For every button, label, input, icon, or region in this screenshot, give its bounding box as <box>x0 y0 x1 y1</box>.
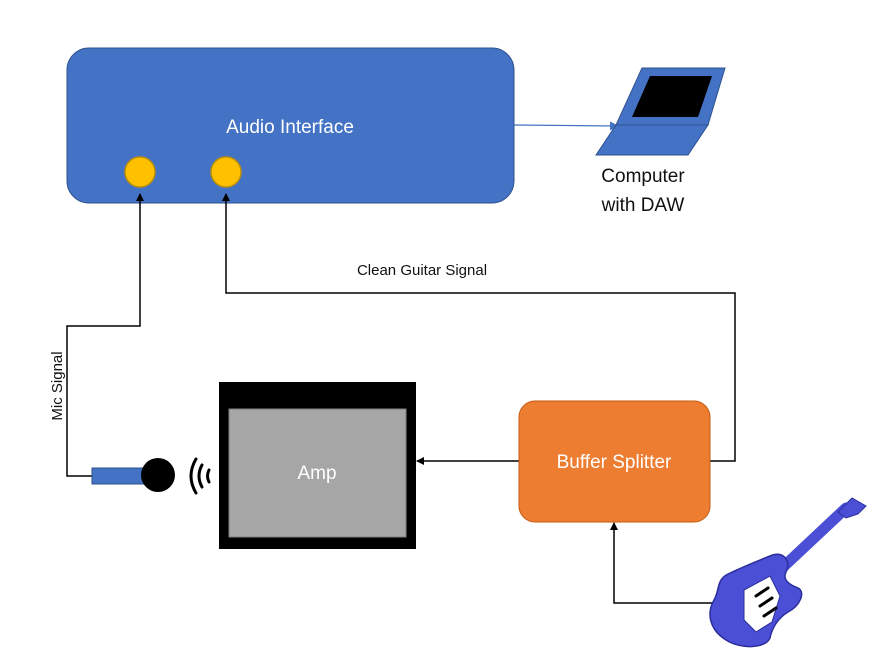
mic-signal-label: Mic Signal <box>49 351 66 420</box>
clean-guitar-signal-label: Clean Guitar Signal <box>357 262 487 279</box>
sound-wave-icon <box>189 457 211 495</box>
guitar-headstock <box>837 497 867 519</box>
guitar-input-jack <box>210 156 242 188</box>
clean-guitar-signal-line <box>222 193 736 462</box>
mic-signal-line <box>66 193 144 477</box>
laptop-display <box>632 76 712 117</box>
guitar-pickups <box>754 586 778 618</box>
microphone-head <box>141 458 175 492</box>
mic-input-jack <box>124 156 156 188</box>
buffer-splitter-node: Buffer Splitter <box>518 400 711 523</box>
guitar-to-splitter-line <box>610 522 713 604</box>
amp-node: Amp <box>219 382 416 549</box>
computer-label-line2: with DAW <box>601 195 685 216</box>
guitar-icon <box>709 497 867 648</box>
amp-grille <box>228 408 407 538</box>
microphone-body <box>91 467 145 485</box>
microphone-icon <box>91 458 175 492</box>
audio-interface-label: Audio Interface <box>226 117 354 138</box>
buffer-splitter-label: Buffer Splitter <box>557 452 672 473</box>
computer-label-line1: Computer <box>601 166 685 187</box>
interface-to-computer-arrow <box>513 121 619 131</box>
laptop-base <box>595 124 709 156</box>
amp-label: Amp <box>297 463 336 484</box>
laptop-icon <box>595 67 726 156</box>
audio-interface-node: Audio Interface <box>66 47 515 204</box>
